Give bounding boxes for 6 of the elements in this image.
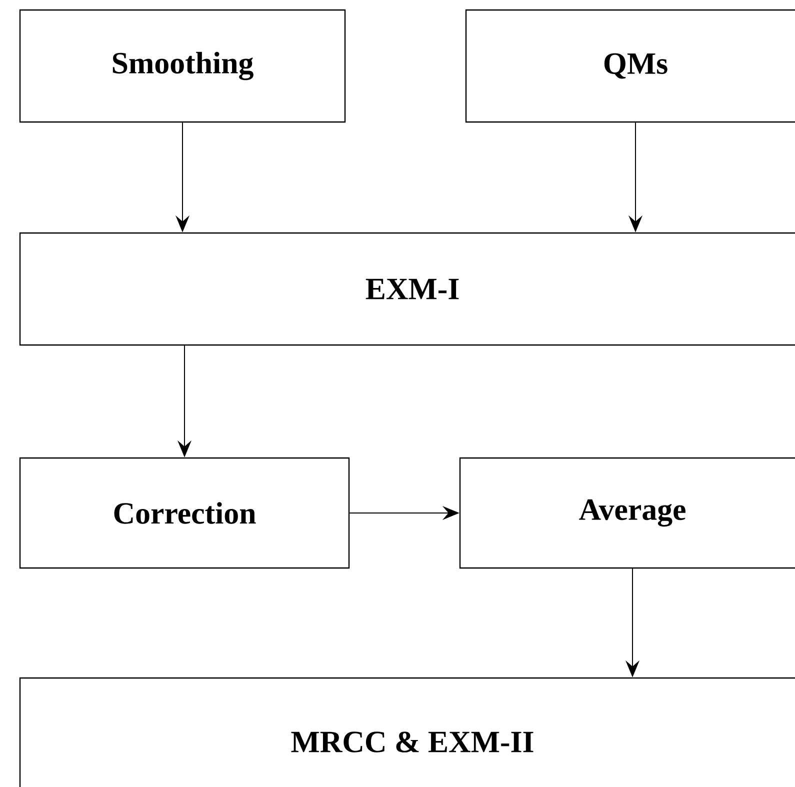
process-box: Smoothing: [19, 9, 346, 123]
process-box: Correction: [19, 457, 350, 569]
process-box: MRCC & EXM-II: [19, 677, 795, 787]
process-box: Average: [459, 457, 795, 569]
process-box: EXM-I: [19, 232, 795, 346]
process-box: QMs: [465, 9, 795, 123]
